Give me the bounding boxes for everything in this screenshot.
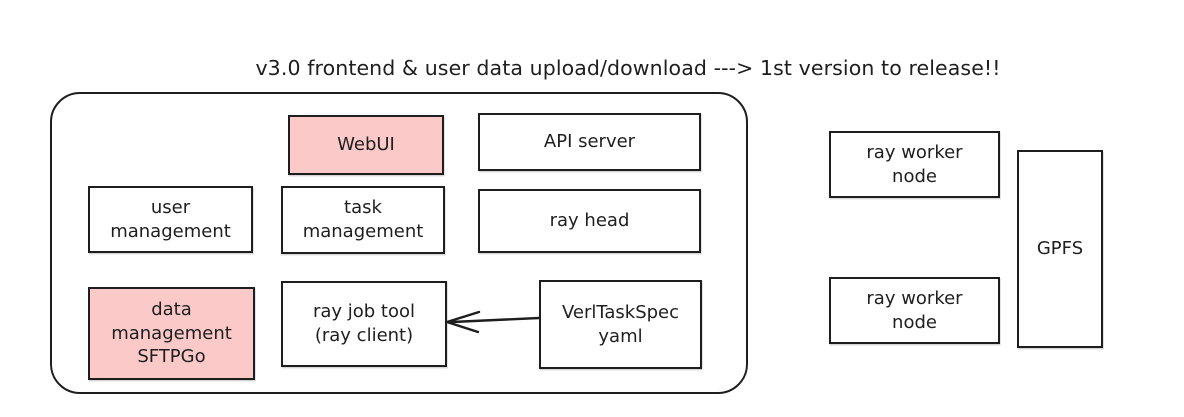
- node-user-management-label: user management: [110, 196, 231, 242]
- node-api-server-label: API server: [543, 131, 636, 153]
- node-ray-head[interactable]: ray head: [478, 189, 701, 253]
- diagram-title: v3.0 frontend & user data upload/downloa…: [255, 56, 1001, 80]
- node-ray-job-tool[interactable]: ray job tool (ray client): [281, 281, 447, 367]
- node-ray-worker-node-2[interactable]: ray worker node: [829, 277, 1000, 344]
- node-task-management[interactable]: task management: [281, 186, 445, 254]
- node-gpfs[interactable]: GPFS: [1017, 150, 1103, 348]
- node-ray-head-label: ray head: [549, 210, 630, 232]
- node-webui-label: WebUI: [337, 134, 395, 156]
- node-verl-task-spec-label: VerlTaskSpec yaml: [561, 301, 680, 347]
- node-user-management[interactable]: user management: [88, 186, 253, 253]
- node-verl-task-spec[interactable]: VerlTaskSpec yaml: [539, 280, 702, 369]
- node-data-management-label: data management SFTPGo: [111, 298, 232, 368]
- node-ray-job-tool-label: ray job tool (ray client): [312, 301, 416, 346]
- node-ray-worker-node-1-label: ray worker node: [866, 141, 963, 187]
- node-ray-worker-node-1[interactable]: ray worker node: [829, 131, 1000, 198]
- node-ray-worker-node-2-label: ray worker node: [866, 287, 963, 333]
- platform-group-container: [50, 92, 748, 394]
- node-api-server[interactable]: API server: [478, 113, 701, 171]
- node-webui[interactable]: WebUI: [288, 115, 444, 175]
- node-task-management-label: task management: [302, 197, 424, 242]
- node-gpfs-label: GPFS: [1036, 238, 1084, 260]
- node-data-management[interactable]: data management SFTPGo: [88, 287, 255, 380]
